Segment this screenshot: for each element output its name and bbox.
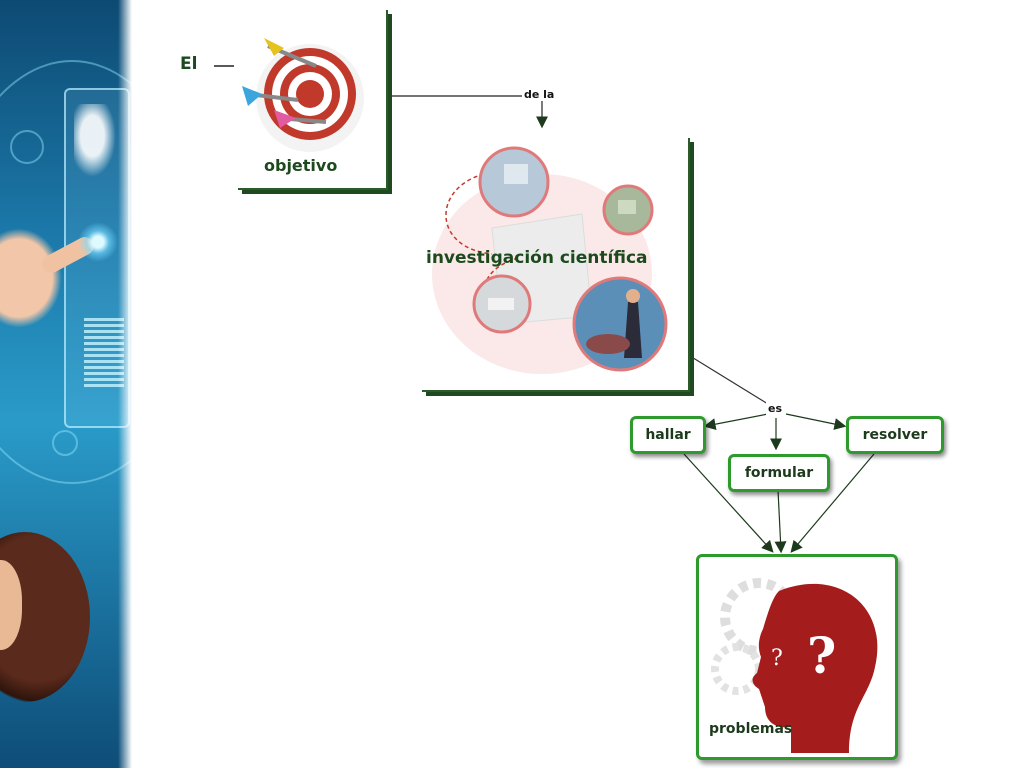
world-map-graphic	[74, 104, 120, 184]
person-face-graphic	[0, 560, 22, 650]
hud-ring	[0, 60, 132, 484]
objetivo-node[interactable]: objetivo	[238, 10, 388, 190]
hand-graphic	[0, 228, 62, 328]
decorative-banner	[0, 0, 132, 768]
problemas-node[interactable]: ? ? problemas	[696, 554, 898, 760]
resolver-node[interactable]: resolver	[846, 416, 944, 454]
hallar-node[interactable]: hallar	[630, 416, 706, 454]
start-word: El	[180, 54, 198, 74]
link-es: es	[766, 402, 785, 415]
formular-node[interactable]: formular	[728, 454, 830, 492]
banner-fade	[118, 0, 132, 768]
target-dart-icon	[242, 38, 364, 152]
svg-text:?: ?	[771, 646, 783, 671]
link-de-la: de la	[522, 88, 557, 101]
question-head-icon: ? ?	[711, 578, 878, 753]
research-people-icon	[432, 146, 668, 374]
hud-ring	[52, 430, 78, 456]
hud-bars-graphic	[84, 318, 124, 390]
touch-glow	[78, 222, 118, 262]
problemas-label: problemas	[709, 721, 793, 737]
svg-text:?: ?	[807, 626, 836, 685]
hud-ring	[10, 130, 44, 164]
objetivo-label: objetivo	[264, 156, 338, 175]
investigacion-node[interactable]: investigación científica	[422, 138, 690, 392]
investigacion-label: investigación científica	[426, 248, 648, 268]
